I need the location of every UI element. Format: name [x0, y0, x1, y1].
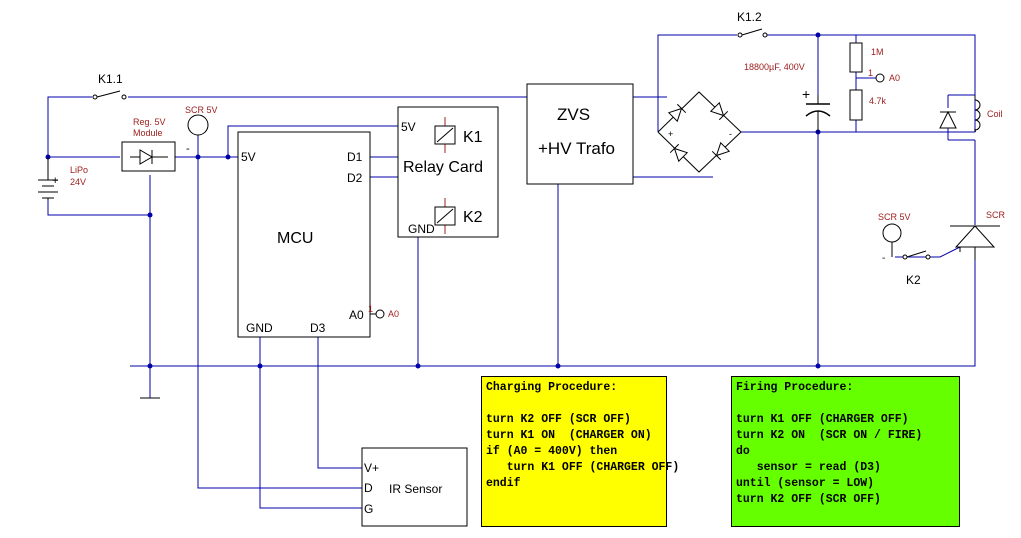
- ir-pin-d: D: [364, 481, 373, 495]
- wires: [47, 34, 976, 509]
- switch-k2: [902, 250, 931, 260]
- mcu-a0-probe-icon: [370, 309, 385, 319]
- mcu-label: MCU: [277, 230, 313, 247]
- switch-k1-2: [737, 28, 768, 38]
- ir-pin-g: G: [364, 502, 373, 516]
- relay-k1-label: K1: [463, 129, 483, 146]
- mcu-a0-probe-label: A0: [388, 309, 399, 319]
- charging-line: endif: [486, 477, 521, 490]
- regulator-module-icon: [121, 141, 176, 172]
- a0-probe-icon: [875, 73, 885, 83]
- firing-line: sensor = read (D3): [736, 461, 881, 474]
- flyback-diode-icon: [939, 110, 957, 129]
- zvs-hv-trafo-box: [526, 83, 634, 185]
- mcu-pin-5v: 5V: [241, 150, 256, 164]
- charging-line: turn K1 OFF (CHARGER OFF): [486, 461, 680, 474]
- scr-thyristor-icon: [950, 225, 1000, 260]
- firing-title: Firing Procedure:: [736, 381, 854, 394]
- relay-k1-coil-icon: [434, 117, 456, 153]
- zvs-label: ZVS: [557, 105, 590, 124]
- label-k1-2: K1.2: [737, 10, 762, 24]
- label-lipo: LiPo: [70, 165, 88, 175]
- mcu-pin-d1: D1: [347, 150, 363, 164]
- label-reg-module: Module: [133, 128, 163, 138]
- relay-k2-coil-icon: [434, 198, 456, 234]
- scr-5v-probe-icon: [187, 114, 209, 136]
- battery-plus: +: [52, 175, 58, 187]
- charging-line: turn K2 OFF (SCR OFF): [486, 413, 631, 426]
- label-reg-minus: -: [186, 143, 190, 155]
- ir-sensor-box: [361, 447, 468, 527]
- firing-procedure-note: Firing Procedure: turn K1 OFF (CHARGER O…: [731, 376, 960, 527]
- ir-sensor-label: IR Sensor: [389, 482, 442, 496]
- charging-line: turn K1 ON (CHARGER ON): [486, 429, 652, 442]
- cap-plus: +: [802, 86, 810, 102]
- label-k1-1: K1.1: [98, 72, 123, 86]
- a0-probe-pin-one: 1: [868, 68, 873, 78]
- label-coil: Coil: [987, 109, 1003, 119]
- label-r-4k7: 4.7k: [869, 96, 887, 106]
- label-scr: SCR: [986, 210, 1006, 220]
- charging-line: [486, 396, 662, 412]
- scr-5v-probe-right-icon: [882, 223, 902, 257]
- mcu-box: [237, 131, 371, 338]
- firing-line: until (sensor = LOW): [736, 477, 875, 490]
- charging-procedure-note: Charging Procedure: turn K2 OFF (SCR OFF…: [481, 376, 680, 527]
- bridge-minus: -: [729, 129, 732, 139]
- junction-dots: [45, 32, 821, 369]
- label-k2: K2: [906, 273, 921, 287]
- label-cap-value: 18800µF, 400V: [744, 62, 805, 72]
- relay-pin-gnd: GND: [408, 222, 435, 236]
- coil-icon: [973, 95, 981, 133]
- label-scr-5v-right: SCR 5V: [878, 212, 911, 222]
- capacitor-icon: [805, 95, 831, 132]
- mcu-pin-d2: D2: [347, 171, 363, 185]
- hv-trafo-label: +HV Trafo: [538, 139, 615, 158]
- bridge-rectifier-icon: [657, 91, 742, 173]
- bridge-plus: +: [668, 129, 673, 139]
- charging-title: Charging Procedure:: [486, 381, 618, 394]
- mcu-pin-a0: A0: [349, 308, 364, 322]
- label-lipo-voltage: 24V: [70, 177, 86, 187]
- k2-minus: -: [882, 253, 885, 264]
- label-r-1m: 1M: [871, 47, 884, 57]
- charging-line: if (A0 = 400V) then: [486, 445, 618, 458]
- mcu-pin-gnd: GND: [246, 321, 273, 335]
- resistor-4k7-icon: [849, 89, 863, 121]
- label-scr-5v-top: SCR 5V: [185, 105, 218, 115]
- firing-line: [736, 396, 955, 412]
- firing-line: turn K1 OFF (CHARGER OFF): [736, 413, 909, 426]
- a0-probe-label: A0: [889, 73, 900, 83]
- firing-line: turn K2 ON (SCR ON / FIRE): [736, 429, 923, 442]
- switch-k1-1: [92, 90, 127, 100]
- relay-k2-label: K2: [463, 209, 483, 226]
- label-reg-5v: Reg. 5V: [133, 117, 166, 127]
- resistor-1m-icon: [849, 42, 863, 73]
- mcu-a0-pin-one: 1: [368, 304, 373, 314]
- mcu-pin-d3: D3: [310, 321, 326, 335]
- firing-line: do: [736, 445, 750, 458]
- relay-pin-5v: 5V: [401, 120, 416, 134]
- battery-icon: [38, 157, 58, 200]
- relay-card-label: Relay Card: [403, 159, 483, 176]
- ir-pin-vplus: V+: [364, 461, 379, 475]
- firing-line: turn K2 OFF (SCR OFF): [736, 493, 881, 506]
